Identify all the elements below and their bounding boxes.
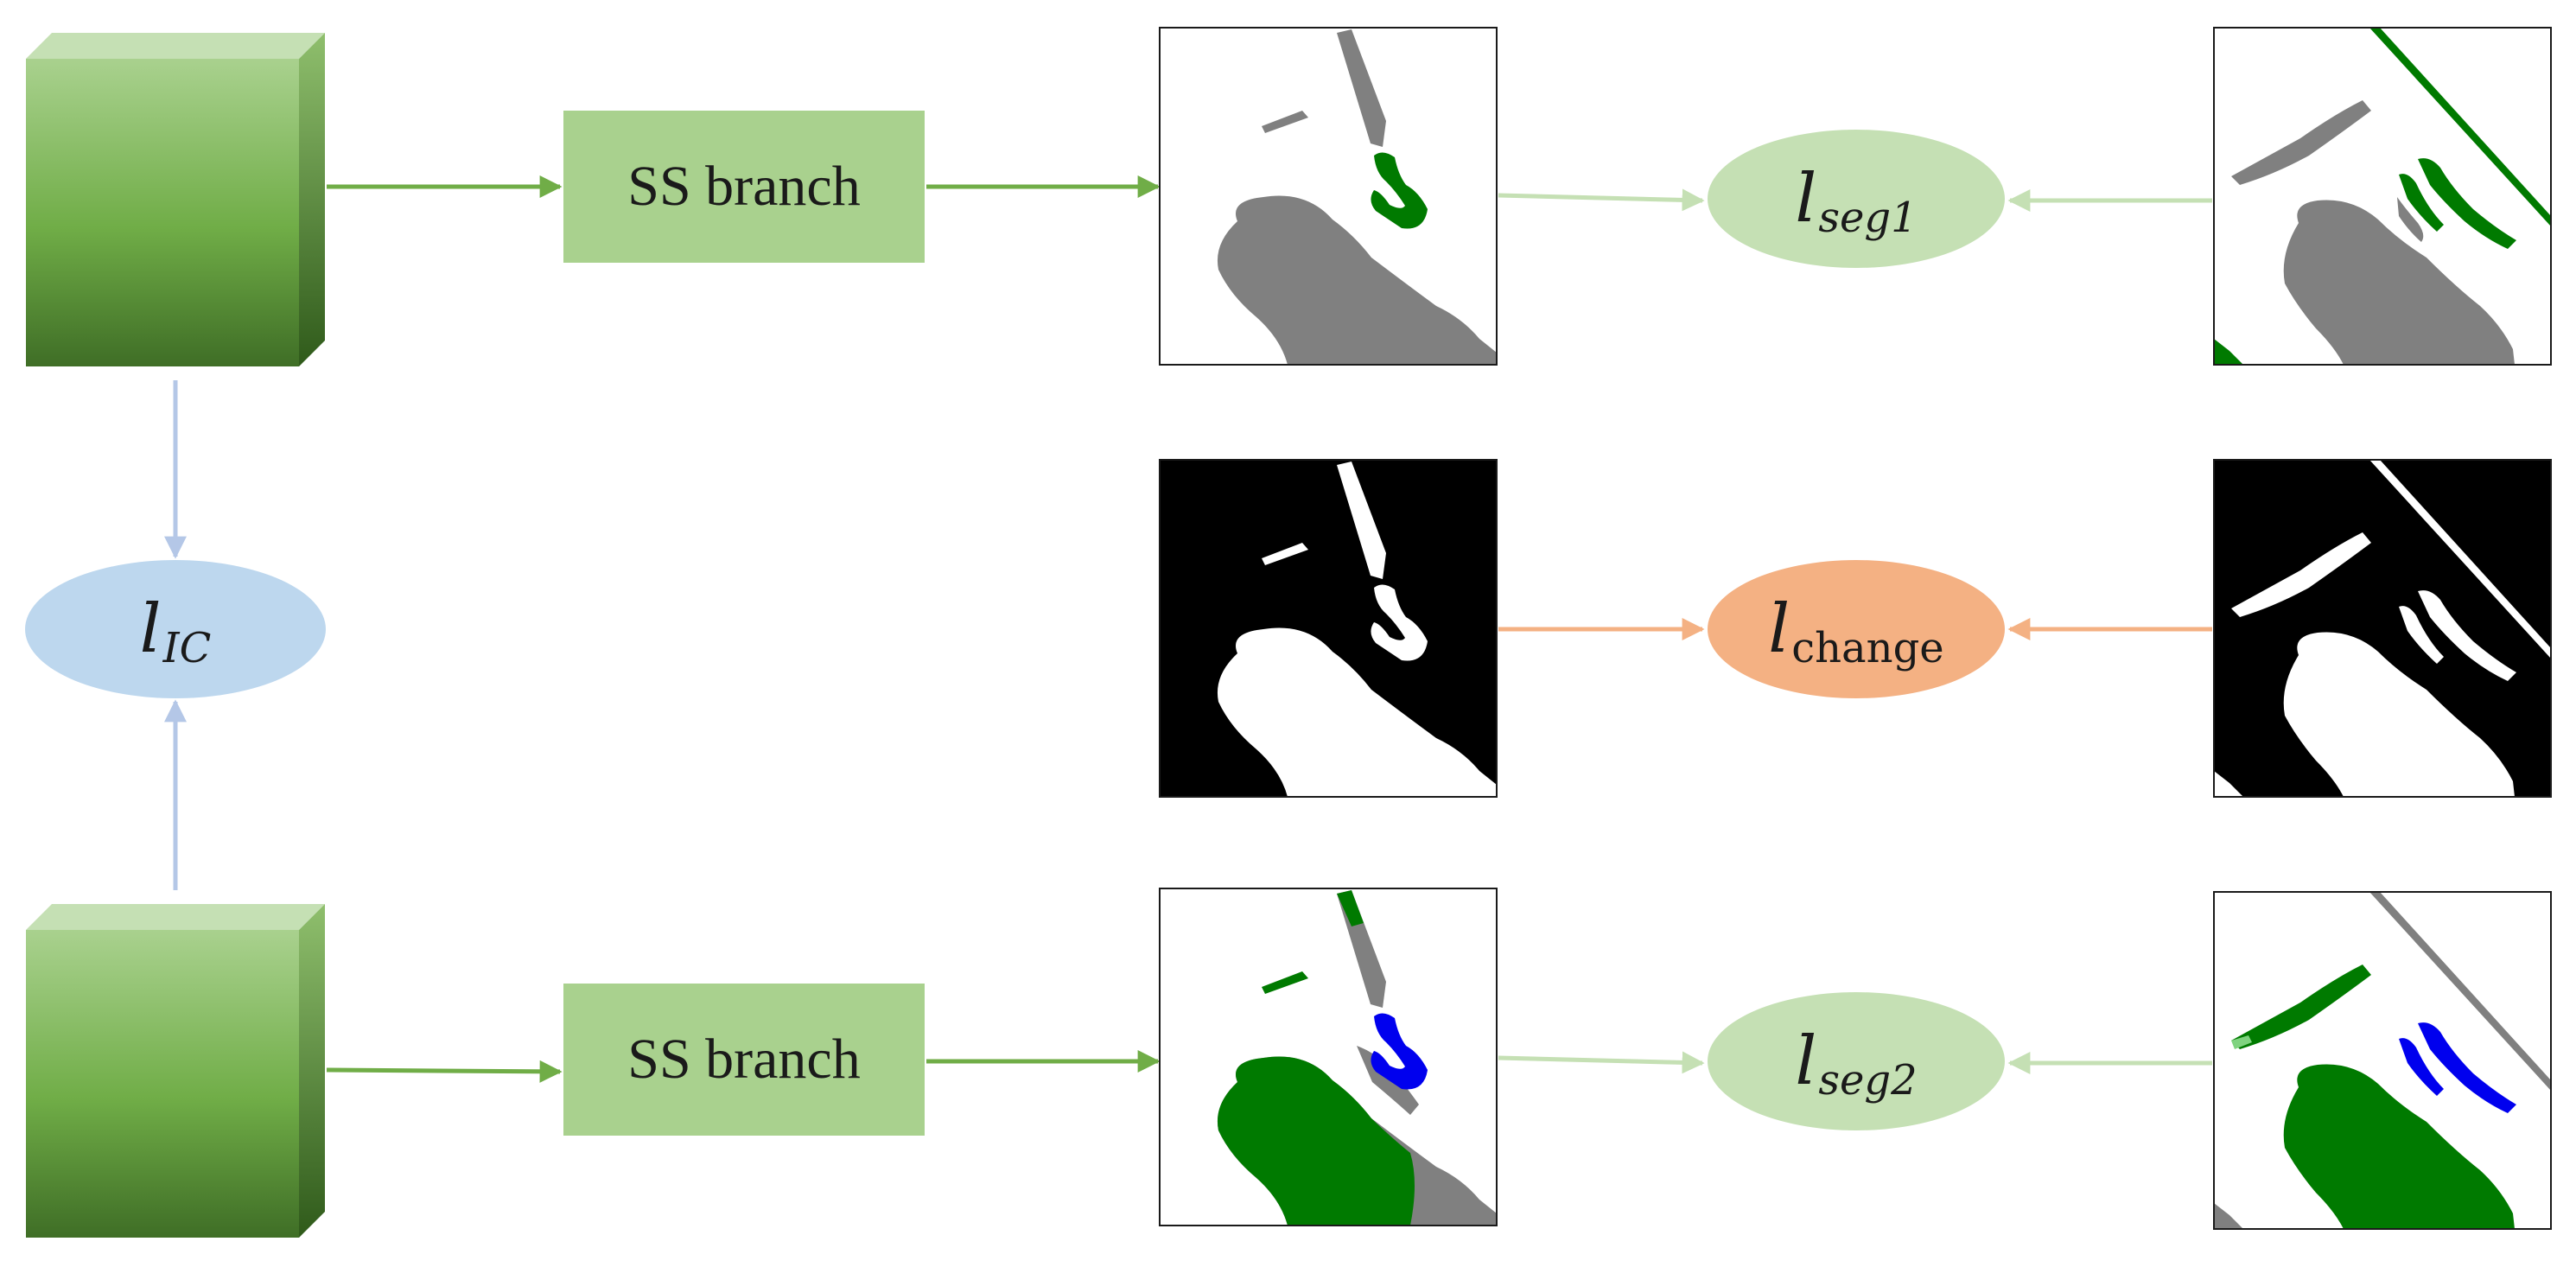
map-gt-seg2	[2213, 891, 2552, 1230]
loss-ellipse-ic	[25, 560, 326, 698]
loss-ic-base: l	[139, 590, 162, 668]
loss-change-sub: change	[1791, 624, 1944, 672]
feature-cube-top	[26, 33, 325, 366]
ss-branch-label-bottom: SS branch	[627, 1028, 861, 1091]
loss-ellipse-seg2	[1708, 992, 2005, 1130]
map-gt-change	[2213, 459, 2552, 798]
arrow-pred2-to-seg2	[1498, 1051, 1705, 1074]
feature-cube-bottom	[26, 904, 325, 1238]
map-gt-seg1	[2213, 27, 2552, 366]
ss-branch-box-top	[563, 111, 925, 263]
map-pred-seg2	[1159, 888, 1498, 1226]
arrow-cube-to-branch-bottom	[326, 1060, 563, 1083]
arrow-pred1-to-seg1	[1498, 188, 1705, 212]
ss-branch-box-bottom	[563, 984, 925, 1136]
loss-seg1-base: l	[1795, 160, 1817, 238]
loss-seg2-base: l	[1795, 1022, 1817, 1100]
loss-seg1-sub: seg1	[1818, 194, 1918, 242]
loss-change-base: l	[1768, 590, 1790, 668]
loss-ellipse-change	[1708, 560, 2005, 698]
loss-seg2-sub: seg2	[1818, 1056, 1918, 1105]
loss-ic-sub: IC	[162, 624, 212, 672]
loss-ellipse-seg1	[1708, 130, 2005, 268]
ss-branch-label-top: SS branch	[627, 155, 861, 218]
map-pred-seg1	[1159, 27, 1498, 366]
map-pred-change	[1159, 459, 1498, 798]
